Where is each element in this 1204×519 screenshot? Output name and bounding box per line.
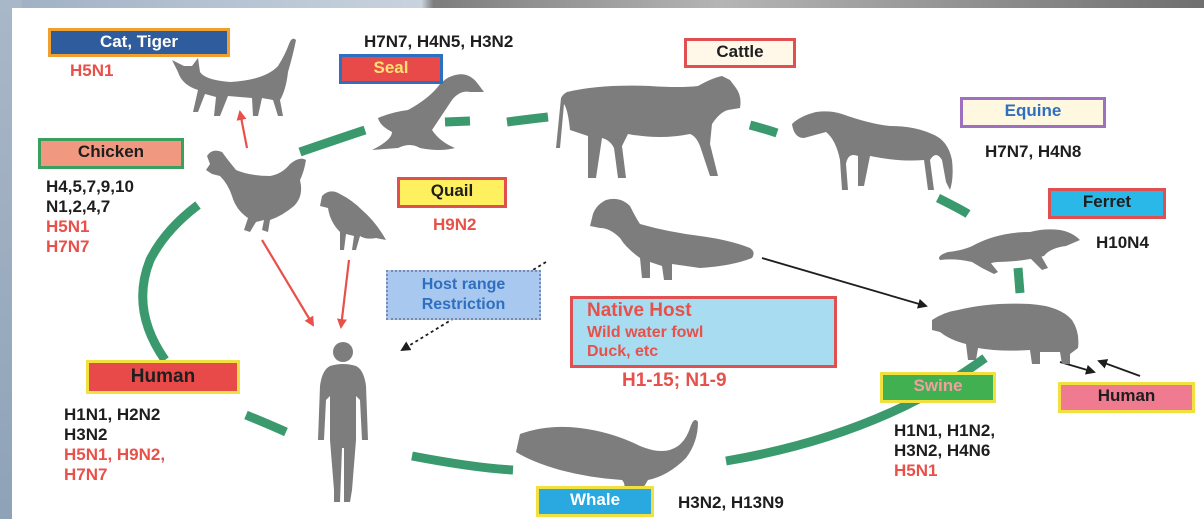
human-subtypes-4: H7N7 bbox=[64, 464, 107, 485]
cycle-segment bbox=[412, 456, 513, 470]
chicken-icon bbox=[206, 151, 306, 232]
human-icon bbox=[318, 342, 368, 502]
native-host-title: Native Host bbox=[587, 299, 834, 323]
quail-icon bbox=[320, 191, 386, 250]
cattle-icon bbox=[556, 76, 741, 178]
quail-label: Quail bbox=[397, 177, 507, 208]
swine-subtypes-1: H1N1, H1N2, bbox=[894, 420, 995, 441]
swine-subtypes-2: H3N2, H4N6 bbox=[894, 440, 990, 461]
cycle-segment bbox=[246, 415, 286, 432]
quail-subtypes: H9N2 bbox=[433, 214, 476, 235]
cat-tiger-subtypes: H5N1 bbox=[70, 60, 113, 81]
transmission-cycle bbox=[143, 117, 1020, 470]
cycle-segment bbox=[143, 205, 198, 360]
cycle-segment bbox=[750, 125, 777, 133]
native-host-line2: Duck, etc bbox=[587, 342, 834, 361]
equine-label: Equine bbox=[960, 97, 1106, 128]
ferret-subtypes: H10N4 bbox=[1096, 232, 1149, 253]
chicken-subtypes-h5n1: H5N1 bbox=[46, 216, 89, 237]
cycle-segment bbox=[1018, 268, 1020, 293]
chicken-subtypes-h: H4,5,7,9,10 bbox=[46, 176, 134, 197]
host-range-restriction-box: Host range Restriction bbox=[386, 270, 541, 320]
duck-icon bbox=[590, 199, 754, 280]
chicken-subtypes-n: N1,2,4,7 bbox=[46, 196, 110, 217]
human-subtypes-1: H1N1, H2N2 bbox=[64, 404, 160, 425]
native-host-subtypes: H1-15; N1-9 bbox=[622, 370, 727, 391]
swine-label: Swine bbox=[880, 372, 996, 403]
chicken-label: Chicken bbox=[38, 138, 184, 169]
seal-icon bbox=[372, 74, 484, 150]
cycle-segment bbox=[507, 117, 548, 122]
cattle-label: Cattle bbox=[684, 38, 796, 68]
host-range-line2: Restriction bbox=[388, 295, 539, 315]
pig-icon bbox=[932, 304, 1078, 364]
equine-subtypes: H7N7, H4N8 bbox=[985, 141, 1081, 162]
whale-subtypes: H3N2, H13N9 bbox=[678, 492, 784, 513]
chicken-subtypes-h7n7: H7N7 bbox=[46, 236, 89, 257]
cycle-segment bbox=[938, 198, 968, 214]
human-subtypes-2: H3N2 bbox=[64, 424, 107, 445]
human-label-right: Human bbox=[1058, 382, 1195, 413]
human-label-left: Human bbox=[86, 360, 240, 394]
ferret-icon bbox=[939, 229, 1080, 274]
host-range-line1: Host range bbox=[388, 275, 539, 295]
human-subtypes-3: H5N1, H9N2, bbox=[64, 444, 165, 465]
cat-tiger-label: Cat, Tiger bbox=[48, 28, 230, 57]
chicken-to-human-arrow bbox=[262, 240, 313, 325]
equine-icon bbox=[792, 111, 953, 190]
quail-to-human-arrow bbox=[341, 260, 349, 327]
ferret-label: Ferret bbox=[1048, 188, 1166, 219]
chicken-to-cat-arrow bbox=[240, 112, 247, 148]
native-host-line1: Wild water fowl bbox=[587, 323, 834, 342]
seal-label: Seal bbox=[339, 54, 443, 84]
cycle-segment bbox=[300, 130, 365, 152]
cycle-segment bbox=[445, 121, 470, 122]
swine-subtypes-3: H5N1 bbox=[894, 460, 937, 481]
seal-subtypes: H7N7, H4N5, H3N2 bbox=[364, 31, 513, 52]
human-to-swine-arrow bbox=[1099, 361, 1140, 376]
whale-label: Whale bbox=[536, 486, 654, 517]
native-host-box: Native Host Wild water fowl Duck, etc bbox=[570, 296, 837, 368]
